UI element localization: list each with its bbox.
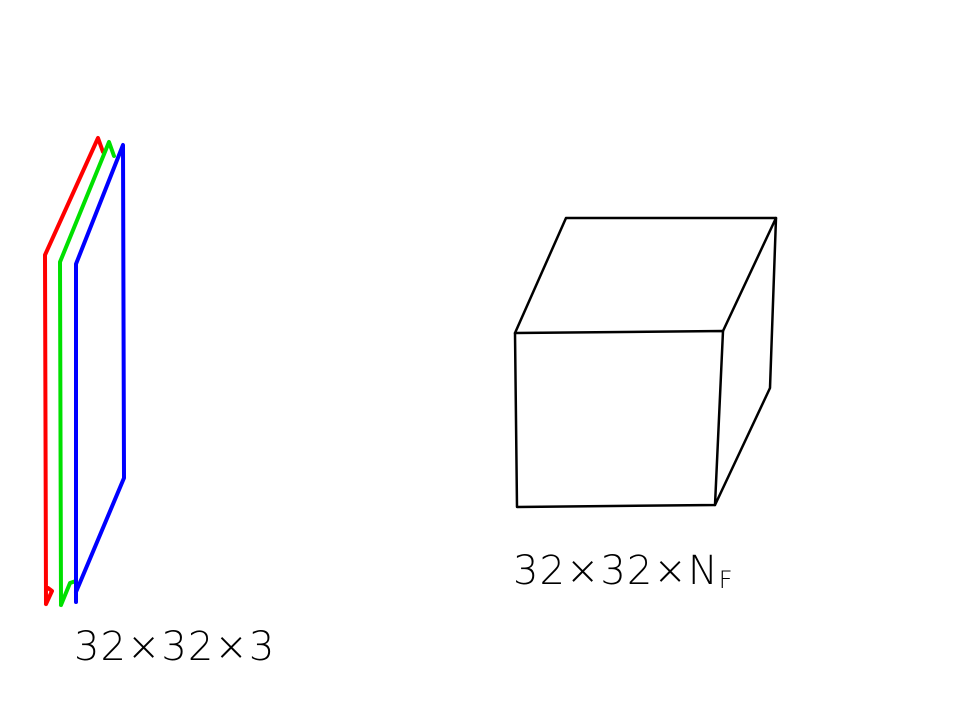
output-volume-label-subscript: F xyxy=(719,566,734,594)
output-volume-label-main: 32×32×N xyxy=(513,548,719,594)
cube-top-face xyxy=(513,216,778,335)
input-volume-label: 32×32×3 xyxy=(74,624,275,670)
output-volume-label: 32×32×NF xyxy=(513,548,734,594)
input-volume: 32×32×3 xyxy=(43,136,275,670)
red-channel-sheet xyxy=(43,136,105,606)
cube-side-face xyxy=(713,216,778,507)
green-channel-sheet xyxy=(58,140,116,607)
output-volume: 32×32×NF xyxy=(513,216,778,594)
blue-channel-sheet xyxy=(74,143,126,604)
cube-front-face xyxy=(513,329,725,509)
